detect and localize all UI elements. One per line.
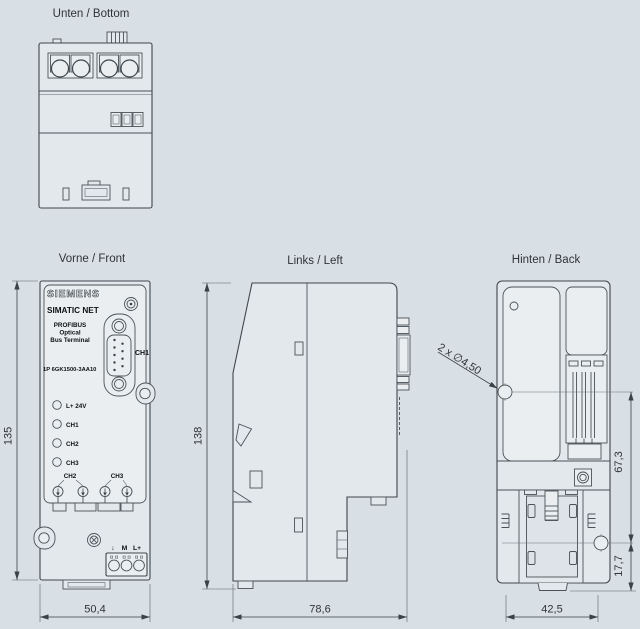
port-group-ch3-label: CH3	[111, 473, 124, 480]
led-label-ch3: CH3	[66, 460, 79, 467]
left-body	[232, 282, 398, 582]
latch-tab	[249, 470, 263, 489]
vent-slots	[110, 112, 144, 127]
dim-42-5: 42,5	[541, 604, 562, 616]
side-slot-lower	[294, 517, 303, 533]
type-line-1: PROFIBUS	[54, 322, 87, 329]
dim-135: 135	[3, 427, 15, 445]
db9-side-profile	[396, 317, 411, 437]
dimension-left-depth: 78,6	[232, 450, 408, 622]
led-label-ch1: CH1	[66, 422, 79, 429]
siemens-logo: SIEMENS	[47, 288, 100, 300]
center-screw	[87, 533, 101, 547]
optical-port	[121, 486, 133, 503]
dim-138: 138	[193, 427, 205, 445]
mounting-hole-top	[497, 383, 633, 401]
panel-tabs	[52, 502, 134, 512]
small-hole	[509, 301, 519, 311]
latch-hook	[235, 423, 253, 447]
part-number: 1P 6GK1500-3AA10	[43, 367, 96, 373]
back-view-title: Hinten / Back	[512, 254, 581, 266]
product-name: SIMATIC NET	[47, 306, 99, 315]
led-label-ch2: CH2	[66, 441, 79, 448]
left-view: Links / Left 138	[193, 255, 411, 622]
back-screw	[574, 468, 592, 487]
din-bottom-tab	[537, 582, 568, 591]
front-view: Vorne / Front SIEMENS SIMATIC NET PROFIB…	[3, 253, 156, 622]
back-right-column	[565, 286, 608, 356]
led-label-power: L+ 24V	[66, 403, 87, 410]
din-clip-bottom-view	[62, 180, 130, 201]
terminal-lplus-label: L+	[133, 545, 141, 552]
terminal-back-profile	[567, 438, 602, 460]
dimension-front-height: 135	[3, 280, 38, 581]
led-indicators: L+ 24V CH1 CH2 CH3	[52, 400, 87, 467]
vent-band	[565, 354, 608, 444]
db9-pins	[113, 338, 124, 372]
front-foot	[237, 580, 254, 589]
power-terminal: ↓ M L+	[105, 545, 148, 577]
dimension-back-hole-lower: 17,7	[570, 543, 636, 592]
back-view: Hinten / Back	[435, 254, 636, 622]
vent-slots-back	[568, 360, 604, 438]
bottom-body	[38, 42, 153, 209]
left-view-title: Links / Left	[287, 255, 343, 267]
dim-78-6: 78,6	[309, 604, 330, 616]
housing-bump	[52, 38, 62, 44]
optical-port	[77, 486, 89, 503]
din-clip-front-view	[62, 579, 111, 590]
din-rail-recess	[518, 489, 584, 591]
side-slot-upper	[294, 341, 304, 356]
rear-tab	[370, 496, 387, 506]
back-left-panel	[502, 286, 561, 462]
dimension-left-height: 138	[193, 282, 236, 590]
optical-port	[52, 486, 64, 503]
bottom-view-title: Unten / Bottom	[53, 8, 130, 20]
bottom-view: Unten / Bottom	[38, 8, 153, 209]
front-view-title: Vorne / Front	[59, 253, 126, 265]
screw-tab-right	[135, 382, 156, 405]
type-line-3: Bus Terminal	[50, 337, 90, 344]
dimension-back-hole-upper: 67,3	[613, 392, 634, 543]
dim-67-3: 67,3	[613, 451, 625, 472]
dim-50-4: 50,4	[84, 604, 105, 616]
din-slider-clip	[544, 490, 559, 521]
dim-17-7: 17,7	[613, 555, 625, 576]
optical-ports: CH2 CH3	[52, 473, 133, 503]
din-clip-side-profile	[336, 530, 348, 559]
screw-tab-left	[33, 526, 56, 550]
type-line-2: Optical	[59, 330, 81, 337]
optical-connector-group-1	[47, 52, 94, 79]
terminal-stub	[106, 31, 128, 44]
spring-contact-left	[501, 513, 510, 528]
db9-connector	[103, 313, 136, 397]
terminal-ground-label: ↓	[111, 545, 114, 552]
mounting-hole-bottom	[502, 534, 633, 552]
optical-port	[99, 486, 111, 503]
ch1-label: CH1	[135, 350, 149, 357]
dimension-back-width: 42,5	[505, 595, 599, 622]
latch-wedge	[232, 489, 253, 503]
spring-contact-right	[587, 513, 596, 528]
dimension-front-width: 50,4	[39, 584, 151, 622]
port-group-ch2-label: CH2	[64, 473, 77, 480]
terminal-m-label: M	[122, 545, 128, 552]
screw-top-right	[124, 297, 138, 311]
optical-connector-group-2	[96, 52, 143, 79]
